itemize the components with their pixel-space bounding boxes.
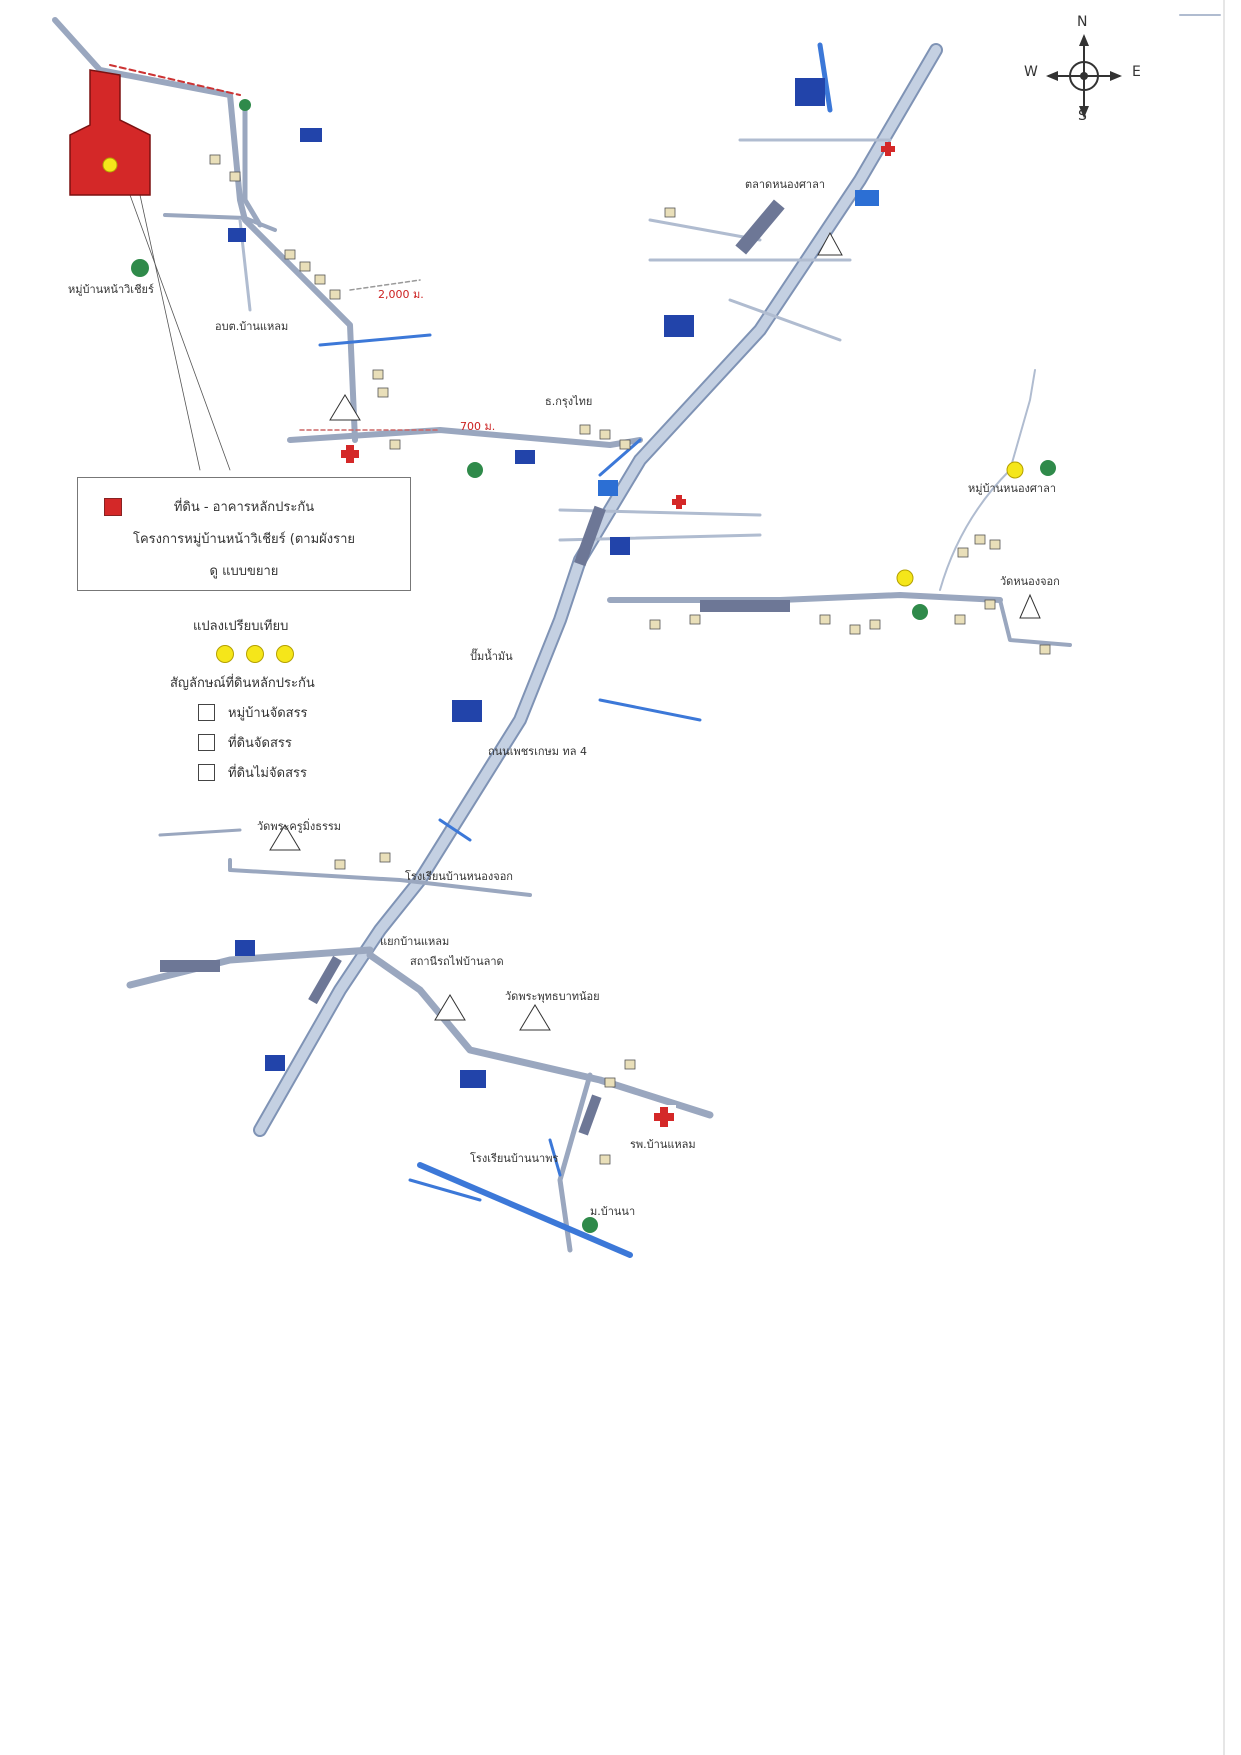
poi-symbols [131, 78, 1056, 1233]
comparison-marker-2 [896, 569, 914, 587]
label-distance-2: 700 ม. [460, 420, 495, 433]
key-marker-1 [216, 645, 234, 663]
road-network [52, 14, 1221, 1258]
key-item-3: ที่ดินไม่จัดสรร [228, 766, 307, 781]
key-marker-2 [246, 645, 264, 663]
label-market: ตลาดหนองศาลา [745, 178, 825, 191]
key-marker-3 [276, 645, 294, 663]
legend-line-2: โครงการหมู่บ้านหน้าวิเชียร์ (ตามผังราย [132, 532, 356, 547]
key-checkbox-1 [198, 704, 215, 721]
label-temple: วัดหนองจอก [1000, 575, 1060, 588]
label-village-right: หมู่บ้านหนองศาลา [968, 482, 1056, 495]
compass-east: E [1132, 64, 1141, 80]
label-temple-2: วัดพระครูมิ่งธรรม [257, 818, 341, 833]
label-temple-3: วัดพระพุทธบาทน้อย [505, 990, 600, 1003]
comparison-marker-1 [1006, 461, 1024, 479]
comparison-markers [896, 461, 1024, 587]
map-labels: หมู่บ้านหน้าวิเชียร์ 2,000 ม. 700 ม. ถนน… [68, 178, 1060, 1218]
label-gas: ปั๊มน้ำมัน [470, 648, 513, 663]
label-station: สถานีรถไฟบ้านลาด [410, 955, 504, 968]
label-junction: แยกบ้านแหลม [380, 935, 449, 948]
site-legend-box: ที่ดิน - อาคารหลักประกัน โครงการหมู่บ้าน… [77, 477, 411, 591]
label-hospital: รพ.บ้านแหลม [630, 1138, 696, 1151]
clinic-icon [341, 142, 895, 509]
compass-west: W [1024, 64, 1038, 80]
collateral-site [69, 69, 151, 196]
label-office: อบต.บ้านแหลม [215, 320, 288, 333]
label-main-road: ถนนเพชรเกษม ทล 4 [488, 745, 587, 758]
key-checkbox-2 [198, 734, 215, 751]
key-item-2: ที่ดินจัดสรร [228, 736, 292, 751]
key-checkbox-3 [198, 764, 215, 781]
legend-line-3: ดู แบบขยาย [209, 564, 279, 579]
scan-edge-line [1223, 0, 1225, 1755]
compass-north: N [1077, 14, 1088, 30]
compass-rose: N S W E [1024, 14, 1144, 130]
label-village-3: ม.บ้านนา [590, 1205, 635, 1218]
hospital-icon [652, 1105, 676, 1129]
site-marker [102, 157, 118, 173]
label-school: โรงเรียนบ้านหนองจอก [405, 869, 513, 883]
site-swatch [104, 498, 122, 516]
label-distance-1: 2,000 ม. [378, 288, 424, 301]
key-subtitle: สัญลักษณ์ที่ดินหลักประกัน [170, 676, 315, 691]
compass-icon [1046, 34, 1122, 118]
label-bank: ธ.กรุงไทย [545, 395, 592, 408]
compass-south: S [1078, 108, 1087, 124]
key-item-1: หมู่บ้านจัดสรร [228, 706, 308, 721]
key-title: แปลงเปรียบเทียบ [193, 619, 289, 634]
legend-line-1: ที่ดิน - อาคารหลักประกัน [173, 500, 315, 515]
label-school-2: โรงเรียนบ้านนาพร [470, 1151, 558, 1165]
label-village-top-left: หมู่บ้านหน้าวิเชียร์ [68, 283, 154, 296]
